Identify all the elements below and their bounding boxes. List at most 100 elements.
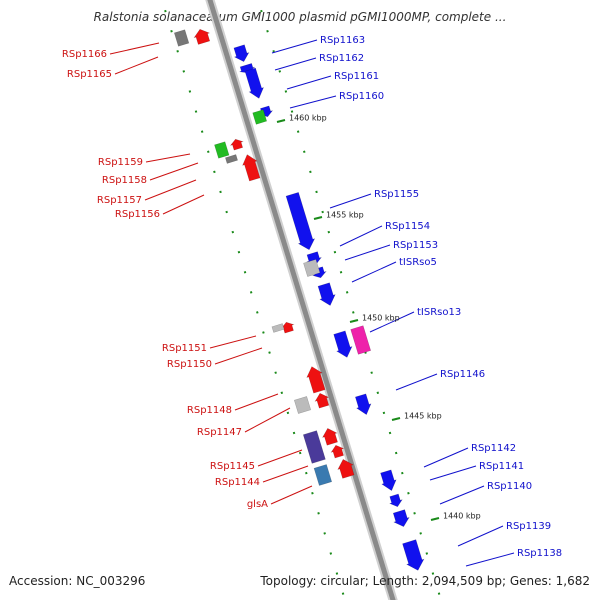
gene-purple [302,430,326,464]
map-title: Ralstonia solanacearum GMI1000 plasmid p… [93,10,507,24]
gene-forward-arrow [355,393,372,415]
gene-steel-blue [313,464,333,486]
gene-forward-arrow [317,282,336,306]
gene-forward-arrow [285,192,316,251]
gene-label-right: RSp1155 [374,189,419,200]
scale-tick [430,517,440,521]
mobile-element-pink [350,325,372,355]
rna-feature-green [214,141,230,159]
gene-label-right-leader [329,193,372,209]
gene-label-right: RSp1139 [506,521,551,532]
gene-label-left: RSp1157 [97,195,142,206]
gene-forward-arrow [233,44,250,62]
gene-label-right-leader [274,57,317,71]
gene-label-right-leader [351,261,397,283]
gene-forward-arrow [244,67,264,99]
gene-forward-arrow [389,493,403,508]
gene-label-right: RSp1161 [334,71,379,82]
scale-label: 1450 kbp [362,314,400,323]
gene-label-left-leader [244,407,291,433]
gene-label-left: glsA [247,499,268,510]
gene-label-right-leader [286,75,332,90]
pseudogene-block [173,29,190,47]
scale-tick [276,119,286,123]
gene-label-left: RSp1144 [215,477,260,488]
gene-label-left: RSp1148 [187,405,232,416]
gene-label-right: RSp1141 [479,461,524,472]
gene-label-left-leader [270,485,313,505]
rna-feature-green [252,109,268,125]
gene-label-right-leader [423,447,469,468]
backbone-line [207,0,396,600]
pseudogene-gray [271,323,285,333]
summary-label: Topology: circular; Length: 2,094,509 bp… [260,574,590,588]
gene-label-right: RSp1146 [440,369,485,380]
gene-label-left-leader [257,449,303,467]
gene-label-left: RSp1158 [102,175,147,186]
gene-label-left: RSp1151 [162,343,207,354]
gene-label-left: RSp1150 [167,359,212,370]
gene-label-right: RSp1163 [320,35,365,46]
gene-label-right-leader [457,525,504,547]
gene-forward-arrow [402,539,425,571]
scale-track-right [256,0,443,600]
scale-label: 1455 kbp [326,211,364,220]
scale-tick [391,417,401,421]
gene-reverse-arrow [314,392,330,409]
scale-label: 1445 kbp [404,412,442,421]
gene-label-left: RSp1156 [115,209,160,220]
gene-label-right-leader [395,373,438,391]
gene-label-left-leader [145,153,191,163]
gene-label-left: RSp1165 [67,69,112,80]
gene-label-left: RSp1145 [210,461,255,472]
gene-reverse-arrow [337,459,355,479]
gene-forward-arrow [392,509,410,527]
gene-label-right: RSp1140 [487,481,532,492]
gene-label-left-leader [234,393,279,411]
gene-label-right-leader [271,39,318,54]
gene-label-left: RSp1166 [62,49,107,60]
scale-tick [349,319,359,323]
gene-label-left-leader [262,465,309,483]
gene-label-right: RSp1162 [319,53,364,64]
gene-label-left-leader [214,347,263,365]
gene-label-right: tISRso13 [417,307,461,318]
gene-label-right-leader [439,485,485,505]
gene-label-left-leader [209,335,257,349]
gene-label-right: tISRso5 [399,257,437,268]
gene-reverse-arrow [306,366,326,394]
gene-reverse-arrow [242,154,261,182]
pseudogene-gray [293,396,312,414]
gene-label-right-leader [429,465,477,481]
gene-label-right: RSp1160 [339,91,384,102]
gene-label-right-leader [369,311,415,333]
gene-reverse-arrow [330,444,345,459]
gene-label-right: RSp1153 [393,240,438,251]
gene-label-left-leader [149,162,199,181]
gene-reverse-arrow [322,428,338,446]
gene-forward-arrow [333,330,353,358]
scale-label: 1440 kbp [443,512,481,521]
pseudogene-gray [303,259,321,277]
gene-reverse-arrow [229,138,244,151]
gene-reverse-arrow [193,29,211,45]
gene-label-right: RSp1142 [471,443,516,454]
gene-label-right: RSp1154 [385,221,430,232]
scale-label: 1460 kbp [289,114,327,123]
gene-label-right-leader [344,244,391,261]
gene-forward-arrow [380,469,397,491]
gene-label-left: RSp1159 [98,157,143,168]
gene-label-right-leader [339,225,383,247]
gene-label-left: RSp1147 [197,427,242,438]
gene-label-right-leader [289,95,337,109]
gene-label-left-leader [114,56,159,75]
gene-label-right-leader [465,552,515,567]
gene-label-right: RSp1138 [517,548,562,559]
pseudogene-block [225,154,238,164]
accession-label: Accession: NC_003296 [9,574,146,588]
gene-label-left-leader [162,194,205,215]
gene-label-left-leader [144,179,197,201]
scale-tick [313,216,323,220]
